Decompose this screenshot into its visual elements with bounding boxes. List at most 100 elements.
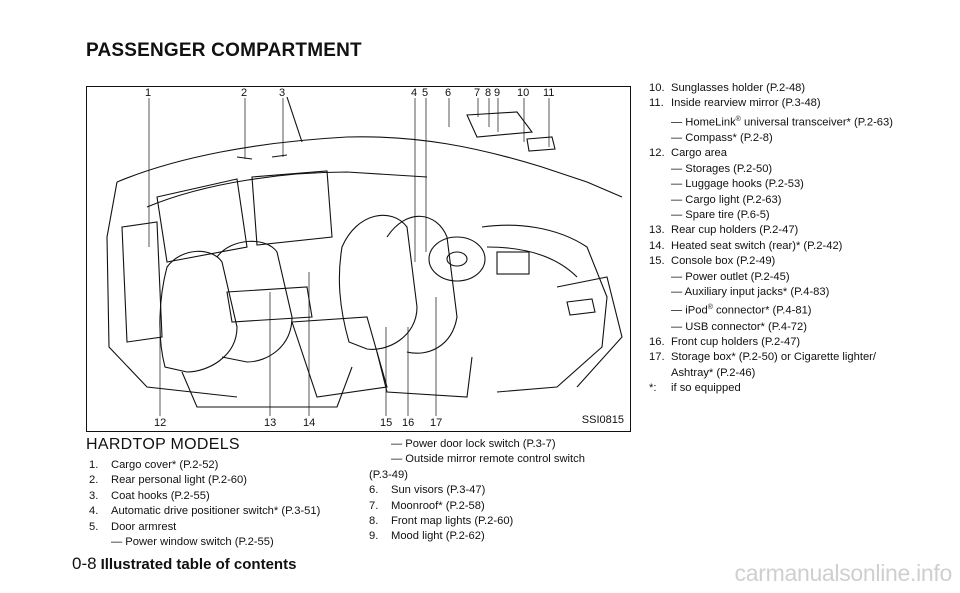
list-item: 6. Sun visors (P.3-47) bbox=[369, 483, 585, 498]
sub-item: — Compass* (P.2-8) bbox=[671, 131, 773, 144]
list-item: 15. Console box (P.2-49) bbox=[649, 254, 934, 269]
list-item: 12. Cargo area bbox=[649, 146, 934, 161]
item-text: Rear personal light (P.2-60) bbox=[111, 474, 247, 487]
list-item: 14. Heated seat switch (rear)* (P.2-42) bbox=[649, 239, 934, 254]
list-item: 13. Rear cup holders (P.2-47) bbox=[649, 223, 934, 238]
list-item: 17. Storage box* (P.2-50) or Cigarette li… bbox=[649, 350, 934, 365]
item-text: Cargo area bbox=[671, 147, 727, 160]
sub-item: — Auxiliary input jacks* (P.4-83) bbox=[671, 286, 830, 299]
item-text: Front map lights (P.2-60) bbox=[391, 515, 514, 528]
callout-8: 8 bbox=[485, 87, 492, 99]
list-item: 2. Rear personal light (P.2-60) bbox=[89, 473, 320, 488]
item-number: 12. bbox=[649, 147, 665, 160]
callout-11: 11 bbox=[543, 87, 555, 99]
sub-item: — Luggage hooks (P.2-53) bbox=[671, 178, 804, 191]
item-text: Automatic drive positioner switch* (P.3-… bbox=[111, 505, 321, 518]
list-item: 16. Front cup holders (P.2-47) bbox=[649, 335, 934, 350]
callout-10: 10 bbox=[517, 87, 530, 99]
item-number: 9. bbox=[369, 530, 379, 543]
callout-13: 13 bbox=[264, 417, 277, 429]
item-number: 8. bbox=[369, 515, 379, 528]
item-number: 11. bbox=[649, 97, 664, 110]
callout-1: 1 bbox=[145, 87, 152, 99]
sub-item-continuation: (P.3-49) bbox=[369, 468, 408, 481]
sub-item: — Power window switch (P.2-55) bbox=[111, 536, 274, 549]
item-number: 7. bbox=[369, 499, 379, 512]
item-text: Coat hooks (P.2-55) bbox=[111, 489, 210, 502]
callout-5: 5 bbox=[422, 87, 429, 99]
page-number: 0-8 bbox=[72, 554, 97, 573]
section-title: Illustrated table of contents bbox=[100, 556, 297, 573]
callout-16: 16 bbox=[402, 417, 415, 429]
item-number: 16. bbox=[649, 335, 665, 348]
sub-item: — Cargo light (P.2-63) bbox=[671, 193, 782, 206]
sub-item: — HomeLink® universal transceiver* (P.2-… bbox=[649, 112, 934, 131]
sub-item: — Outside mirror remote control switch bbox=[391, 453, 585, 466]
sub-item-text: connector* (P.4-81) bbox=[712, 305, 812, 318]
item-number: 6. bbox=[369, 484, 379, 497]
legend-column-2: — Power door lock switch (P.3-7) — Outsi… bbox=[369, 437, 585, 545]
legend-column-3: 10. Sunglasses holder (P.2-48) 11. Inside … bbox=[649, 81, 934, 397]
sub-item: — Power outlet (P.2-45) bbox=[671, 270, 790, 283]
sub-item: — USB connector* (P.4-72) bbox=[671, 320, 807, 333]
interior-illustration: 1 2 3 4 5 6 7 8 9 10 11 12 13 14 15 16 1… bbox=[86, 86, 631, 432]
item-number: 14. bbox=[649, 239, 665, 252]
callout-15: 15 bbox=[380, 417, 393, 429]
registered-mark: ® bbox=[735, 115, 741, 123]
item-number: 2. bbox=[89, 474, 99, 487]
item-number: 17. bbox=[649, 351, 665, 364]
registered-mark: ® bbox=[707, 304, 713, 312]
list-item: 8. Front map lights (P.2-60) bbox=[369, 514, 585, 529]
item-number: 1. bbox=[89, 459, 99, 471]
item-text: Front cup holders (P.2-47) bbox=[671, 335, 801, 348]
list-item: 1.Cargo cover* (P.2-52) bbox=[89, 458, 320, 473]
list-item: 3. Coat hooks (P.2-55) bbox=[89, 489, 320, 504]
sub-item: — Storages (P.2-50) bbox=[671, 162, 773, 175]
callout-2: 2 bbox=[241, 87, 248, 99]
list-item: 10. Sunglasses holder (P.2-48) bbox=[649, 81, 934, 96]
item-text: Moonroof* (P.2-58) bbox=[391, 499, 485, 512]
interior-line-drawing bbox=[106, 96, 623, 416]
figure-id: SSI0815 bbox=[581, 414, 624, 426]
sub-item-text: — HomeLink bbox=[671, 116, 736, 129]
section-subheading: HARDTOP MODELS bbox=[86, 436, 240, 453]
item-text: Storage box* (P.2-50) or Cigarette light… bbox=[671, 351, 877, 364]
item-number: 13. bbox=[649, 224, 665, 237]
item-text: Sunglasses holder (P.2-48) bbox=[671, 82, 806, 94]
footnote-text: if so equipped bbox=[671, 382, 741, 395]
callout-7: 7 bbox=[474, 87, 481, 99]
list-item: 7. Moonroof* (P.2-58) bbox=[369, 499, 585, 514]
sub-item-text: — iPod bbox=[671, 305, 708, 318]
item-number: 3. bbox=[89, 489, 99, 502]
sub-item: — Spare tire (P.6-5) bbox=[671, 208, 770, 221]
list-item: 9. Mood light (P.2-62) bbox=[369, 529, 585, 544]
callout-12: 12 bbox=[154, 417, 167, 429]
item-text: Rear cup holders (P.2-47) bbox=[671, 224, 799, 237]
legend-column-1: 1.Cargo cover* (P.2-52) 2. Rear personal … bbox=[89, 458, 320, 550]
item-text: Sun visors (P.3-47) bbox=[391, 484, 486, 497]
item-text: Heated seat switch (rear)* (P.2-42) bbox=[671, 239, 843, 252]
item-continuation: Ashtray* (P.2-46) bbox=[671, 366, 756, 379]
sub-item-text: universal transceiver* (P.2-63) bbox=[740, 116, 893, 129]
item-number: 10. bbox=[649, 82, 665, 94]
item-number: 5. bbox=[89, 520, 99, 533]
item-text: Console box (P.2-49) bbox=[671, 255, 776, 268]
callout-14: 14 bbox=[303, 417, 316, 429]
footnote-marker: *: bbox=[649, 382, 657, 395]
item-number: 15. bbox=[649, 255, 665, 268]
callout-17: 17 bbox=[430, 417, 443, 429]
item-number: 4. bbox=[89, 505, 99, 518]
footnote: *: if so equipped bbox=[649, 381, 934, 396]
list-item: 4. Automatic drive positioner switch* (P.… bbox=[89, 504, 320, 519]
watermark: carmanualsonline.info bbox=[734, 560, 953, 586]
list-item: 5. Door armrest bbox=[89, 520, 320, 535]
item-text: Inside rearview mirror (P.3-48) bbox=[671, 97, 821, 110]
item-text: Door armrest bbox=[111, 520, 177, 533]
callout-3: 3 bbox=[279, 87, 286, 99]
page-heading: PASSENGER COMPARTMENT bbox=[86, 40, 362, 61]
sub-item: — iPod® connector* (P.4-81) bbox=[649, 300, 934, 319]
callout-6: 6 bbox=[445, 87, 452, 99]
item-text: Mood light (P.2-62) bbox=[391, 530, 485, 543]
callout-9: 9 bbox=[494, 87, 501, 99]
